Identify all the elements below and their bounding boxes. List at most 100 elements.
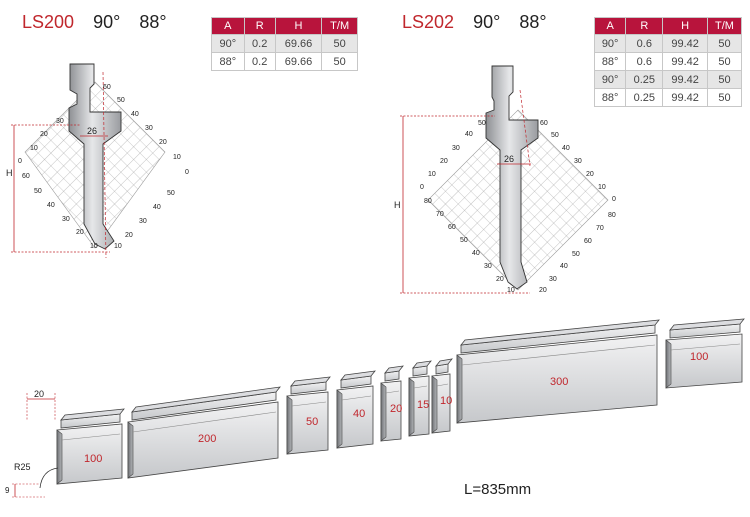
scale-label: 40 [560, 263, 568, 270]
scale-label: 30 [574, 158, 582, 165]
angle-1: 90° [93, 12, 121, 32]
ls200-spec-table: A R H T/M 90° 0.2 69.66 50 88° 0.2 69.66… [211, 17, 358, 71]
ls202-height-label: H [394, 200, 401, 210]
tool-segment [286, 376, 331, 455]
segment-ridge [132, 411, 277, 433]
scale-label: 20 [76, 229, 84, 236]
angle-2: 88° [519, 12, 547, 32]
segment-ridge [341, 395, 372, 401]
angle-1: 90° [473, 12, 501, 32]
segment-bevel [412, 360, 432, 369]
col-header: H [274, 17, 323, 35]
scale-label: 50 [460, 237, 468, 244]
table-cell: 90° [593, 70, 627, 89]
segment-label-10: 10 [440, 395, 453, 407]
ls202-diagram [400, 65, 609, 294]
scale-label: 0 [420, 184, 424, 191]
table-cell: 99.42 [662, 88, 708, 107]
scale-label: 60 [103, 84, 111, 91]
table-cell: 88° [593, 88, 627, 107]
table-cell: 0.25 [625, 88, 664, 107]
model-name: LS202 [402, 12, 455, 32]
segment-side [56, 429, 63, 485]
segment-side [665, 339, 672, 389]
angle-2: 88° [139, 12, 167, 32]
segment-ridge [413, 385, 428, 389]
table-row: 90° 0.2 69.66 50 [211, 34, 358, 53]
segment-ridge [461, 344, 656, 366]
segment-side [431, 375, 438, 434]
tool-segment [127, 386, 281, 479]
radius-label: R25 [14, 462, 31, 472]
segment-label-40: 40 [353, 408, 366, 420]
scale-label: 50 [478, 120, 486, 127]
tool-segment [56, 408, 125, 485]
table-cell: 50 [706, 88, 743, 107]
scale-label: 10 [114, 243, 122, 250]
scale-label: 60 [22, 173, 30, 180]
table-cell: 0.2 [243, 34, 276, 53]
segment-label-15: 15 [417, 399, 430, 411]
tool-segment [380, 365, 404, 442]
segment-label-200: 200 [198, 433, 217, 445]
scale-label: 40 [472, 250, 480, 257]
scale-label: 30 [56, 118, 64, 125]
ls200-height-label: H [6, 168, 13, 178]
tool-segment [665, 318, 745, 389]
segment-ridge [436, 383, 449, 387]
total-length-label: L=835mm [464, 481, 532, 498]
segment-ridge [670, 343, 741, 351]
segment-bevel [340, 370, 376, 381]
table-cell: 50 [321, 34, 358, 53]
table-cell: 0.2 [243, 52, 276, 71]
scale-label: 0 [612, 196, 616, 203]
table-cell: 99.42 [662, 70, 708, 89]
ls202-width-label: 26 [504, 154, 515, 164]
scale-label: 30 [549, 276, 557, 283]
scale-label: 70 [436, 211, 444, 218]
scale-label: 10 [30, 145, 38, 152]
ls200-punch [68, 63, 122, 250]
scale-label: 0 [185, 169, 189, 176]
segment-side [380, 382, 387, 442]
table-cell: 50 [706, 70, 743, 89]
scale-label: 70 [596, 225, 604, 232]
segment-bevel [460, 319, 660, 346]
ls200-width-label: 26 [87, 126, 98, 136]
tool-segment [431, 358, 453, 434]
segment-bevel [60, 408, 125, 421]
segment-label-50: 50 [306, 416, 319, 428]
scale-label: 50 [117, 97, 125, 104]
segment-ridge [385, 390, 400, 394]
segment-bevel [384, 365, 404, 374]
segment-side [127, 421, 134, 479]
scale-label: 20 [539, 287, 547, 294]
segment-side [286, 395, 293, 455]
scale-label: 30 [139, 218, 147, 225]
table-cell: 0.6 [625, 52, 664, 71]
scale-label: 10 [507, 287, 515, 294]
scale-label: 40 [131, 111, 139, 118]
scale-label: 20 [586, 171, 594, 178]
ls202-spec-table: A R H T/M 90° 0.6 99.42 50 88° 0.6 99.42… [593, 17, 743, 107]
scale-label: 30 [452, 145, 460, 152]
scale-label: 10 [598, 184, 606, 191]
table-cell: 88° [593, 52, 627, 71]
table-cell: 90° [593, 34, 627, 53]
scale-label: 20 [440, 158, 448, 165]
col-header: T/M [706, 17, 743, 35]
scale-label: 60 [584, 238, 592, 245]
height-9-label: 9 [5, 486, 10, 495]
scale-label: 30 [62, 216, 70, 223]
table-row: 88° 0.2 69.66 50 [211, 52, 358, 71]
table-cell: 50 [706, 34, 743, 53]
ls202-title: LS202 90° 88° [402, 12, 561, 33]
scale-label: 40 [153, 204, 161, 211]
table-cell: 99.42 [662, 52, 708, 71]
model-name: LS200 [22, 12, 75, 32]
table-header-row: A R H T/M [593, 17, 743, 35]
scale-label: 80 [608, 212, 616, 219]
tool-segment [408, 360, 432, 437]
tool-segment [336, 370, 376, 449]
table-row: 90° 0.6 99.42 50 [593, 34, 743, 53]
